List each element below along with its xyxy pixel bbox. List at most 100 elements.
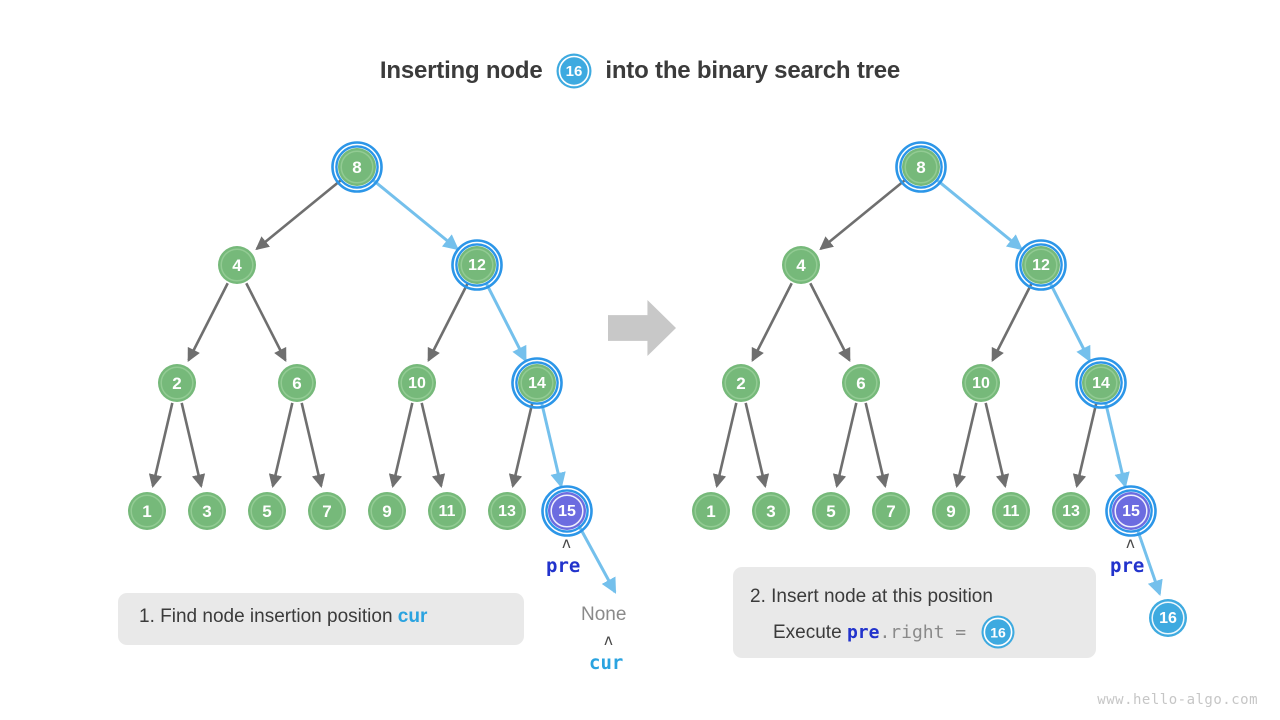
watermark: www.hello-algo.com: [1097, 692, 1258, 708]
tree-edge-8-12: [935, 178, 1023, 251]
tree-edge-6-5: [268, 402, 294, 489]
tree-node-11: 11: [428, 492, 466, 530]
tree-node-16: 16: [1149, 599, 1187, 637]
tree-edge-6-5: [832, 402, 858, 489]
tree-node-label: 8: [352, 158, 361, 177]
tree-edge-4-2: [187, 282, 229, 362]
tree-edge-2-1: [148, 402, 174, 489]
tree-node-9: 9: [368, 492, 406, 530]
tree-node-6: 6: [842, 364, 880, 402]
tree-node-7: 7: [872, 492, 910, 530]
tree-edge-4-6: [245, 282, 287, 362]
tree-node-label: 11: [439, 503, 456, 520]
tree-node-label: 2: [172, 374, 181, 393]
tree-node-14: 14: [511, 357, 563, 409]
pointer-label-pre: pre: [1110, 555, 1145, 577]
tree-node-8: 8: [895, 141, 947, 193]
tree-node-4: 4: [218, 246, 256, 284]
tree-node-label: 15: [1122, 503, 1140, 520]
tree-node-label: 5: [826, 502, 835, 521]
pointer-label-pre: pre: [546, 555, 581, 577]
tree-node-label: 16: [1159, 610, 1177, 627]
tree-node-label: 10: [408, 375, 426, 392]
title-badge-value: 16: [566, 63, 583, 80]
tree-node-label: 6: [856, 374, 865, 393]
tree-node-label: 1: [142, 502, 151, 521]
tree-edge-8-4: [255, 178, 342, 251]
tree-node-label: 13: [1062, 503, 1080, 520]
tree-node-label: 5: [262, 502, 271, 521]
tree-node-8: 8: [331, 141, 383, 193]
caption-1-text: Find node insertion position: [160, 606, 393, 627]
tree-node-label: 13: [498, 503, 516, 520]
tree-node-label: 4: [796, 256, 806, 275]
transition-arrow: [608, 300, 676, 356]
tree-edge-2-3: [744, 402, 770, 489]
tree-node-label: 12: [468, 257, 486, 274]
caption-2-execute-label: Execute: [773, 622, 842, 644]
tree-edge-14-15: [540, 402, 566, 489]
tree-edge-14-15: [1104, 402, 1130, 489]
tree-node-12: 12: [1015, 239, 1067, 291]
tree-node-5: 5: [248, 492, 286, 530]
caption-2-line1: Insert node at this position: [771, 586, 993, 607]
tree-node-10: 10: [962, 364, 1000, 402]
tree-node-label: 9: [382, 502, 391, 521]
tree-node-15: 15: [541, 485, 593, 537]
tree-node-label: 1: [706, 502, 715, 521]
tree-edge-12-10: [427, 282, 469, 362]
tree-node-label: 8: [916, 158, 925, 177]
tree-edge-6-7: [300, 402, 326, 489]
tree-edge-2-3: [180, 402, 206, 489]
tree-node-13: 13: [488, 492, 526, 530]
tree-edge-8-12: [371, 178, 459, 251]
tree-node-label: 12: [1032, 257, 1050, 274]
tree-node-label: 6: [292, 374, 301, 393]
tree-node-label: 3: [766, 502, 775, 521]
tree-edge-10-11: [984, 402, 1010, 489]
tree-node-11: 11: [992, 492, 1030, 530]
none-label: None: [581, 604, 627, 625]
caption-2-badge-value: 16: [991, 625, 1007, 641]
tree-edge-6-7: [864, 402, 890, 489]
tree-edge-12-14: [1048, 282, 1091, 363]
title-suffix: into the binary search tree: [605, 57, 901, 84]
transition-arrow-icon: [608, 300, 676, 356]
caption-step-1: 1. Find node insertion position cur: [118, 593, 524, 645]
tree-node-14: 14: [1075, 357, 1127, 409]
tree-node-label: 4: [232, 256, 242, 275]
tree-edge-8-4: [819, 178, 906, 251]
tree-node-2: 2: [722, 364, 760, 402]
tree-edge-10-11: [420, 402, 446, 489]
dangling-edge-to-none: [576, 523, 617, 594]
tree-node-15: 15: [1105, 485, 1157, 537]
tree-node-2: 2: [158, 364, 196, 402]
tree-node-label: 10: [972, 375, 990, 392]
tree-node-5: 5: [812, 492, 850, 530]
caption-2-line2: Execute pre.right = 16: [750, 614, 1096, 652]
tree-node-label: 7: [886, 502, 895, 521]
tree-node-label: 15: [558, 503, 576, 520]
tree-node-3: 3: [752, 492, 790, 530]
tree-edge-4-6: [809, 282, 851, 362]
tree-node-13: 13: [1052, 492, 1090, 530]
pointer-caret-pre: ʌ: [1126, 534, 1135, 552]
caption-step-2: 2. Insert node at this position Execute …: [733, 567, 1096, 658]
tree-edge-15-16: [1136, 529, 1163, 596]
pointer-caret-cur: ʌ: [604, 631, 613, 649]
tree-node-1: 1: [128, 492, 166, 530]
tree-node-4: 4: [782, 246, 820, 284]
tree-node-3: 3: [188, 492, 226, 530]
caption-1-keyword-cur: cur: [397, 606, 428, 627]
caption-2-step: 2.: [750, 586, 766, 607]
tree-node-label: 11: [1003, 503, 1020, 520]
tree-edges: [148, 178, 1163, 596]
tree-edge-12-10: [991, 282, 1033, 362]
tree-node-7: 7: [308, 492, 346, 530]
tree-node-1: 1: [692, 492, 730, 530]
tree-node-label: 3: [202, 502, 211, 521]
caption-2-pre-keyword: pre: [846, 622, 880, 644]
tree-node-label: 9: [946, 502, 955, 521]
